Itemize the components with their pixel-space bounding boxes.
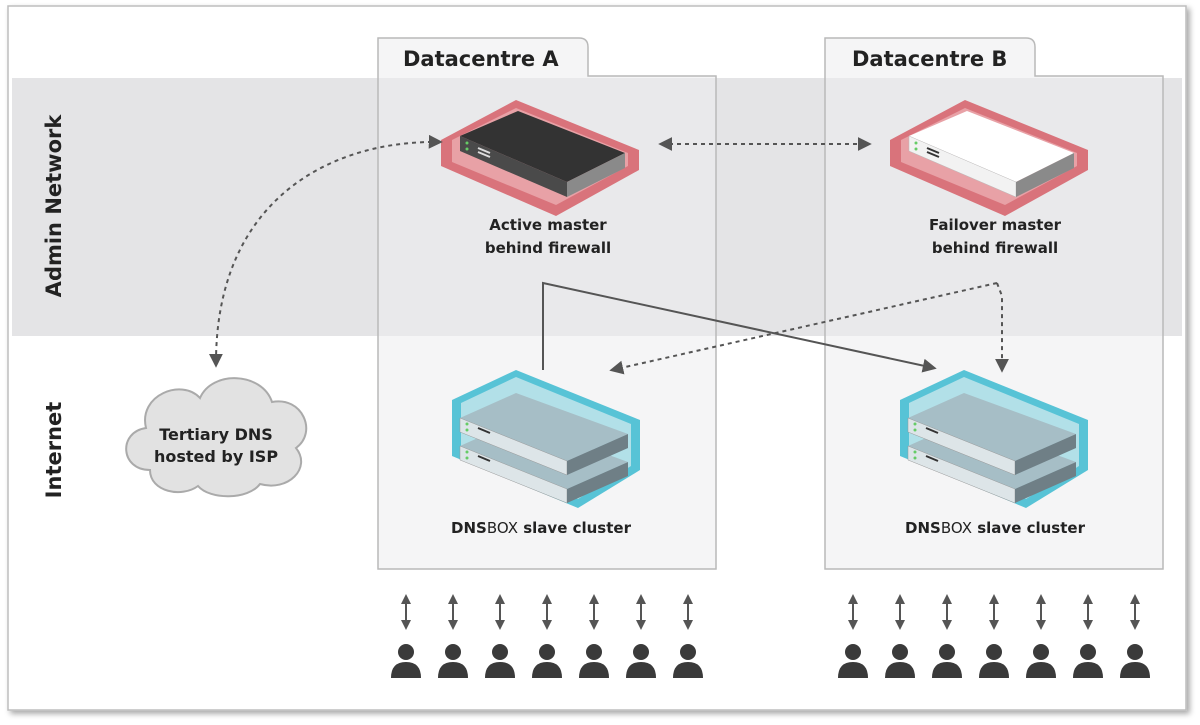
datacentre-a-user-icon [485,594,515,678]
cloud-label-line2: hosted by ISP [154,447,278,466]
active-master-label-line2: behind firewall [485,239,611,257]
datacentre-b-user-icon [1073,594,1103,678]
datacentre-b-title: Datacentre B [852,47,1007,71]
datacentre-b-user-icon [979,594,1009,678]
users-datacentre-a [391,594,703,678]
datacentre-a-user-icon [532,594,562,678]
datacentre-a-user-icon [391,594,421,678]
admin-network-label: Admin Network [42,114,66,298]
failover-master-label-line2: behind firewall [932,239,1058,257]
datacentre-b-user-icon [838,594,868,678]
slave-cluster-a-label: DNSBOX slave cluster [451,519,632,537]
datacentre-a-user-icon [438,594,468,678]
datacentre-b-user-icon [885,594,915,678]
cloud-label-line1: Tertiary DNS [159,425,273,444]
failover-master-server [890,100,1088,216]
slave-cluster-a-led-icon [465,422,491,462]
datacentre-a-user-icon [579,594,609,678]
slave-cluster-b [900,370,1088,508]
failover-master-led-icon [914,141,940,158]
active-master-server [441,100,639,216]
master-to-cloud-connector [208,134,443,368]
internet-label: Internet [42,402,66,499]
slave-cluster-b-label: DNSBOX slave cluster [905,519,1086,537]
active-master-led-icon [465,141,491,158]
slave-cluster-a [452,370,640,508]
active-master-to-slaves-connector [542,281,937,373]
failover-to-slave-a-connector [609,282,998,375]
isp-cloud-icon: Tertiary DNS hosted by ISP [125,377,308,498]
slave-cluster-b-led-icon [913,422,939,462]
datacentre-a-user-icon [626,594,656,678]
datacentre-a-user-icon [673,594,703,678]
failover-master-label-line1: Failover master [929,216,1062,234]
datacentre-b-user-icon [932,594,962,678]
datacentre-b-user-icon [1026,594,1056,678]
users-datacentre-b [838,594,1150,678]
datacentre-b-user-icon [1120,594,1150,678]
datacentre-a-title: Datacentre A [403,47,559,71]
active-master-label-line1: Active master [489,216,607,234]
